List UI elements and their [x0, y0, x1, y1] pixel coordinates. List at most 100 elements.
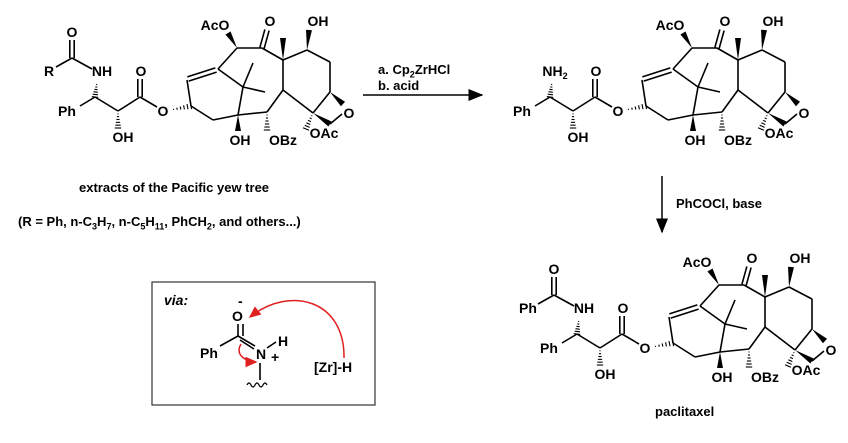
mech-zr-hydride: [Zr]-H [314, 359, 352, 375]
r-text: , PhCH [164, 214, 207, 229]
bond [117, 96, 141, 112]
wedge-bond [280, 38, 286, 60]
r-sub: 3 [92, 221, 98, 232]
hashed-bond [573, 320, 581, 335]
starting-material-caption: extracts of the Pacific yew tree [79, 180, 270, 195]
r-text: H [97, 214, 107, 229]
carbonyl-oxygen-label: O [591, 63, 602, 79]
alkene-bond [643, 71, 672, 82]
step2-reagent: PhCOCl, base [676, 196, 762, 211]
r-group-label: R [44, 63, 54, 79]
bond [719, 323, 726, 353]
bond [767, 91, 786, 114]
bond [764, 326, 796, 351]
bond [186, 79, 192, 107]
hydroxyl-label: OH [685, 132, 706, 148]
wedge-bond [225, 31, 237, 48]
wedge-bond [812, 329, 828, 344]
r-sub: 2 [206, 221, 212, 232]
mech-arrow-hydride-attack [248, 299, 345, 359]
bond [697, 62, 709, 88]
amide-oxygen-label: O [549, 261, 560, 277]
ketone-oxygen-label: O [265, 13, 276, 29]
bond [282, 89, 314, 114]
alkene-bond [670, 308, 699, 319]
bond [55, 57, 73, 68]
bond [306, 49, 331, 63]
bond [724, 323, 748, 330]
bond [716, 47, 739, 61]
bond [697, 86, 721, 93]
ketone-bond [745, 267, 752, 286]
bond [641, 79, 647, 107]
phenyl-label: Ph [58, 103, 76, 119]
bond [79, 96, 96, 107]
hydroxyl-label: OH [230, 132, 251, 148]
wedge-bond [313, 113, 332, 127]
wedge-bond [306, 29, 312, 50]
ester-oxygen-label: O [613, 103, 624, 119]
bond [71, 57, 93, 70]
hashed-bond [596, 350, 604, 366]
ketone-bond [259, 29, 266, 48]
mechanism-box [151, 281, 376, 406]
mech-nitrogen: N [256, 346, 266, 362]
acetate-label: OAc [765, 125, 794, 141]
r-text: , n-C [111, 214, 141, 229]
hydroxyl-label: OH [113, 129, 134, 145]
bond [784, 113, 798, 125]
wedge-bond [235, 115, 241, 131]
wedge-bond [788, 266, 794, 287]
hashed-bond [718, 114, 726, 131]
alkene-bond [642, 67, 671, 78]
mech-ph: Ph [200, 345, 218, 361]
wedge-bond [785, 92, 801, 107]
acetate-label: OAc [792, 362, 821, 378]
bond [576, 333, 601, 349]
bond [572, 96, 596, 112]
wedge-bond [707, 268, 719, 285]
ketone-bond [714, 29, 721, 48]
bond [217, 47, 238, 70]
acetoxy-label: AcO [683, 254, 712, 270]
r-sub: 5 [140, 221, 146, 232]
bond [667, 114, 694, 121]
wedge-bond [768, 113, 787, 127]
bond [788, 286, 813, 300]
acetate-label: OAc [310, 125, 339, 141]
step1-reagent-a: a. Cp2ZrHCl [378, 62, 450, 80]
acetoxy-label: AcO [201, 17, 230, 33]
bond [261, 47, 284, 61]
bond [737, 49, 763, 61]
bond [694, 351, 721, 358]
phenyl-label: Ph [513, 103, 531, 119]
bond [599, 333, 623, 349]
hashed-bond [745, 351, 753, 368]
bond [724, 299, 736, 325]
bond [761, 49, 786, 63]
bond [329, 113, 343, 125]
bond [282, 49, 308, 61]
bond [190, 105, 214, 121]
bond [237, 111, 268, 116]
ester-oxygen-label: O [158, 103, 169, 119]
mech-charge-minus: - [238, 293, 243, 309]
bond [672, 342, 696, 358]
product-name: paclitaxel [655, 404, 715, 419]
hashed-bond [263, 114, 271, 131]
bond [561, 333, 578, 344]
amide-oxygen-label: O [67, 24, 78, 40]
bond [139, 96, 158, 108]
bond [549, 96, 574, 112]
hydroxyl-label: OH [790, 250, 811, 266]
hydroxyl-label: OH [308, 13, 329, 29]
benzoate-label: OBz [269, 132, 297, 148]
benzoate-label: OBz [751, 369, 779, 385]
benzoate-label: OBz [724, 132, 752, 148]
bond [594, 96, 613, 108]
acetoxy-label: AcO [656, 17, 685, 33]
bond [621, 333, 640, 345]
